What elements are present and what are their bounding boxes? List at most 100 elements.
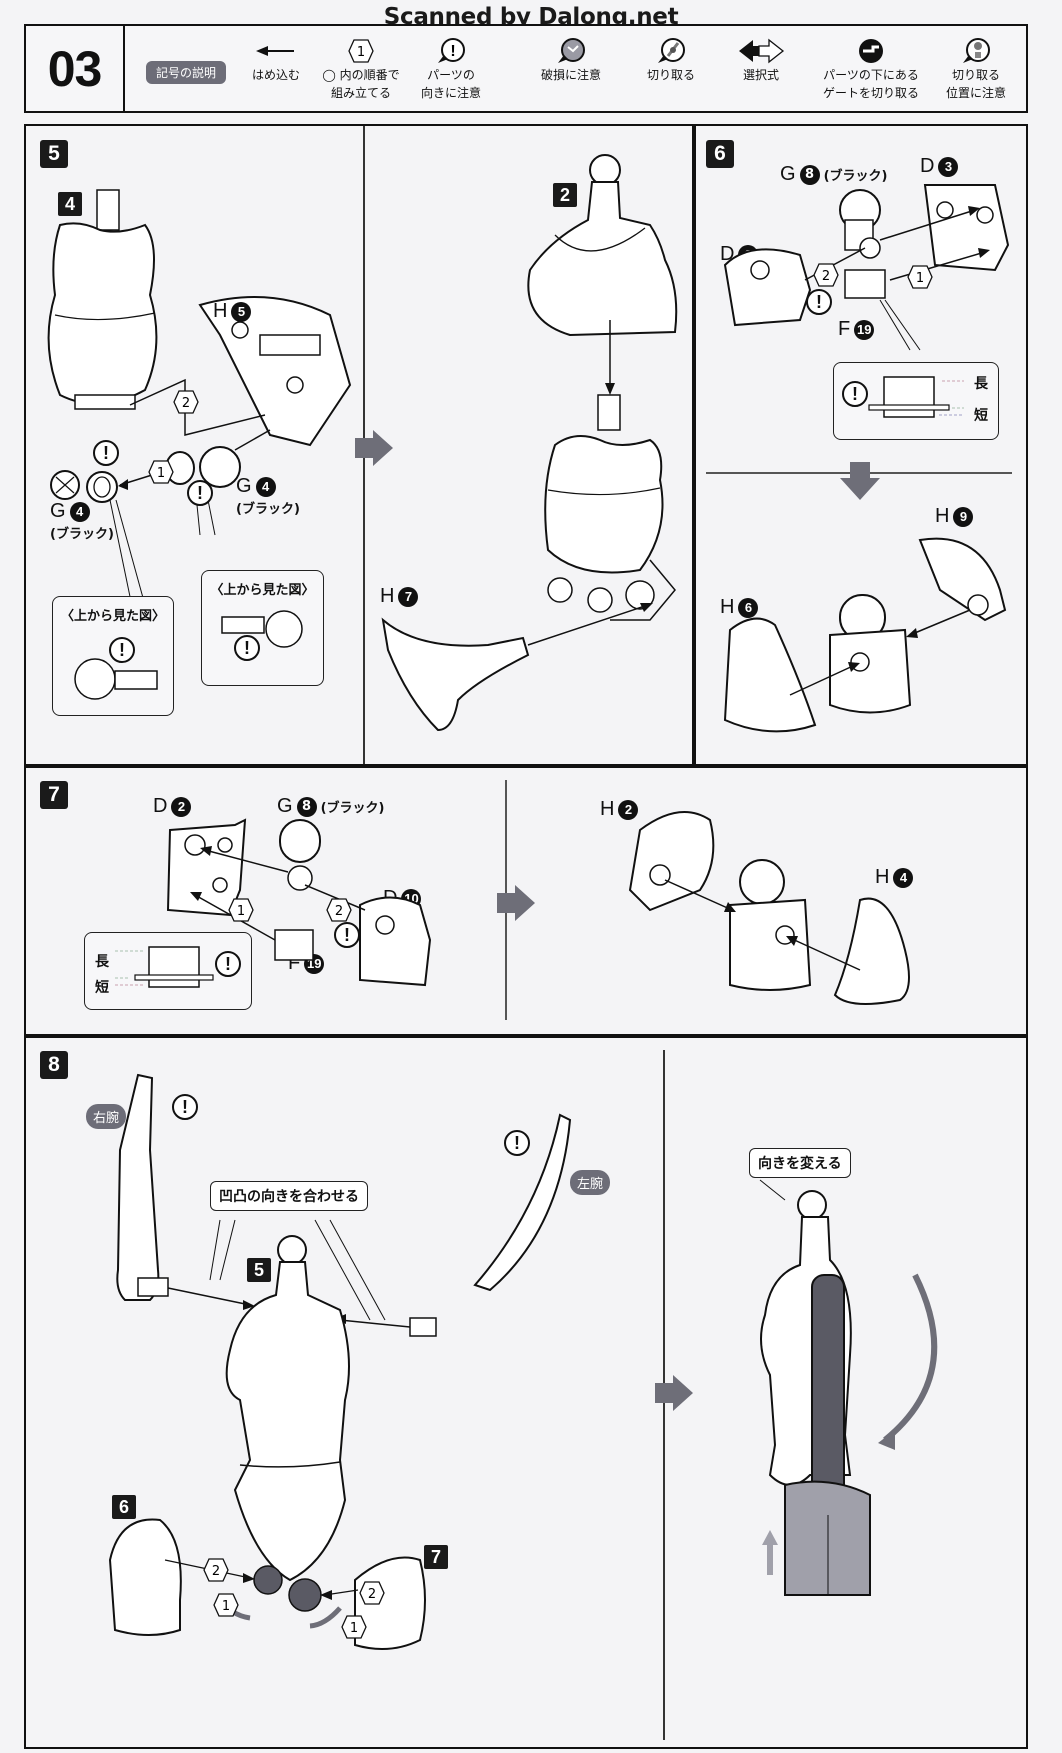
left-arm-part [473,1113,572,1292]
svg-text:!: ! [450,43,455,60]
svg-text:2: 2 [822,269,830,284]
long-label: 長 [95,954,109,970]
top-view-diagram [221,610,303,648]
caution-icon: ! [234,635,260,661]
hex-order-2-icon: 2 [203,1558,229,1582]
symbol-legend-header: 03 記号の説明 はめ込む 1 ◯ 内の順番で 組み立てる ! パーツの 向きに… [24,24,1028,113]
h6-part [723,617,817,733]
next-arrow-icon [355,430,393,466]
cut-off-icon [636,36,706,66]
hex-order-1-icon: 1 [907,265,933,289]
legend-push-in: はめ込む [241,36,311,84]
d9-part [723,248,812,327]
short-label: 短 [95,980,109,996]
legend-label: 選択式 [742,68,779,82]
legend-label: パーツの下にある [823,68,919,82]
cut-position-caution-icon [936,36,1016,66]
caution-icon: ! [806,289,832,315]
leg-assembly-7 [354,1556,426,1650]
svg-text:1: 1 [157,466,165,481]
step-8-left-illustration [108,1073,572,1650]
h2-part [628,811,715,912]
f19-part [844,269,886,299]
step-6-upper-illustration [723,184,1010,351]
svg-text:2: 2 [212,1564,220,1579]
caution-icon: ! [504,1130,530,1156]
neck-peg [96,189,120,231]
legend-title: 記号の説明 [146,61,227,84]
hip-joint-right [288,1578,322,1612]
hex-order-1-icon: 1 [228,898,254,922]
f19-length-callout: 長 短 ! [84,932,252,1010]
legend-label: 組み立てる [330,86,391,100]
torso-assembly [225,1261,350,1582]
step-6-badge: 6 [706,140,734,168]
f19-length-callout: ! 長 短 [833,362,999,440]
sub-assembly-7-badge: 7 [424,1545,448,1569]
step-7-badge: 7 [40,781,68,809]
joint-assembly [829,628,912,714]
caution-icon: ! [215,951,241,977]
selection-arrows-icon [726,36,796,66]
step-7-left-illustration [166,818,432,987]
step-8-panel [24,1036,1028,1749]
caution-icon: ! [187,480,213,506]
h7-hip-part [381,603,653,732]
sub-assembly-5-badge: 5 [247,1258,271,1282]
right-arm-part [116,1073,160,1301]
h4-part [833,897,910,1005]
down-arrow-icon [840,462,880,500]
orientation-caution-icon: ! [411,36,491,66]
push-in-arrow-icon [241,36,311,66]
legend-label: 向きに注意 [420,86,481,100]
legend-label: パーツの [427,68,475,82]
svg-text:2: 2 [368,1587,376,1602]
legend-label: はめ込む [251,68,300,82]
legend-label: 破損に注意 [540,68,601,82]
rotate-note-callout: 向きを変える [749,1148,851,1178]
step-8-right-illustration [759,1179,938,1596]
legend-label: ◯ 内の順番で [322,68,400,82]
hex-order-2-icon: 2 [173,390,199,414]
short-label: 短 [974,408,988,424]
hip-joint-left [253,1565,283,1595]
step-8-badge: 8 [40,1051,68,1079]
legend-orientation: ! パーツの 向きに注意 [411,36,491,102]
sub-assembly-6-badge: 6 [112,1495,136,1519]
joint-assembly [729,898,812,991]
hex-order-1-icon: 1 [148,460,174,484]
legend-gate: パーツの下にある ゲートを切り取る [816,36,926,102]
hex-order-2-icon: 2 [813,263,839,287]
breakage-caution-icon [531,36,611,66]
sub-assembly-2-badge: 2 [553,183,577,207]
f19-part [274,929,314,961]
right-arm-tag: 右腕 [86,1104,127,1129]
legend-order: 1 ◯ 内の順番で 組み立てる [316,36,406,102]
step-7-right-illustration [628,811,910,1005]
h9-part [918,537,1007,622]
top-view-callout-left: 〈上から見た図〉 ! [52,596,174,716]
caution-icon: ! [93,440,119,466]
long-label: 長 [974,376,988,392]
sub-assembly-4-badge: 4 [58,192,82,216]
hex-order-2-icon: 2 [359,1581,385,1605]
align-note-callout: 凹凸の向きを合わせる [210,1181,368,1211]
waist-assembly [544,435,664,574]
step-5-right-illustration [527,154,678,621]
legend-cut: 切り取る [636,36,706,84]
g4-ball-right [199,446,241,488]
waist-part [47,222,158,405]
legend-selection: 選択式 [726,36,796,84]
svg-text:1: 1 [350,1621,358,1636]
top-view-callout-right: 〈上から見た図〉 ! [201,570,324,686]
svg-text:1: 1 [357,45,365,60]
svg-text:1: 1 [237,904,245,919]
